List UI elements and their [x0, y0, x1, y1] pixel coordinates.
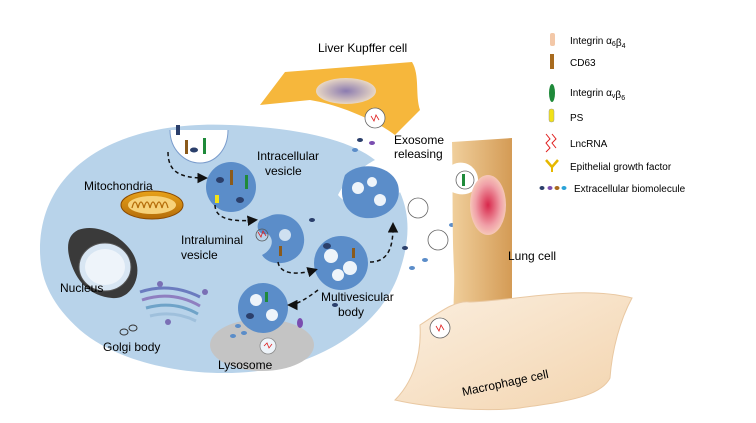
fusing-mvb [341, 166, 399, 219]
biomolecule-icon [539, 186, 567, 190]
multivesicular-body [314, 236, 368, 290]
label-intraluminal: Intraluminal [181, 233, 243, 247]
lung-cell [452, 138, 512, 320]
integrin-avb6-icon [549, 84, 555, 102]
cell-biomolecules [230, 218, 338, 338]
legend-text-part: Extracellular biomolecule [574, 184, 686, 195]
legend-item-egf: Epithelial growth factor [570, 162, 672, 173]
label-lysosome: Lysosome [218, 358, 273, 372]
label-multivesicular: Multivesicular [321, 290, 394, 304]
legend [539, 33, 567, 190]
label-liver-kupffer: Liver Kupffer cell [318, 41, 407, 55]
legend-item-cd63: CD63 [570, 58, 596, 69]
legend-text-part: β [616, 38, 622, 49]
legend-item-biomolecule: Extracellular biomolecule [574, 184, 686, 195]
label-intracellular-vesicle: vesicle [265, 164, 302, 178]
nucleus [68, 228, 138, 299]
legend-item-integrin-a6b4: Integrin α6β4 [570, 36, 626, 50]
legend-text-part: v [612, 93, 616, 100]
legend-text-part: LncRNA [570, 139, 608, 150]
pathway-arrows [167, 151, 399, 311]
label-lung-cell: Lung cell [508, 249, 556, 263]
ps-icon [548, 108, 555, 123]
lncrna-icon [545, 133, 557, 153]
legend-item-lncrna: LncRNA [570, 139, 608, 150]
cd63-icon [550, 54, 554, 69]
label-nucleus: Nucleus [60, 281, 103, 295]
golgi-body [119, 281, 208, 336]
intracellular-vesicle [206, 162, 256, 212]
legend-text-part: β [615, 90, 621, 101]
endocytic-vesicle [169, 125, 229, 164]
lysosome-exosome [259, 337, 277, 355]
legend-text-part: PS [570, 113, 584, 124]
legend-text-part: Integrin α [570, 36, 612, 47]
label-golgi-body: Golgi body [103, 340, 160, 354]
macrophage-cell [394, 292, 633, 411]
legend-text-part: 4 [622, 43, 626, 50]
exosome-kupffer [364, 107, 386, 129]
intraluminal-vesicle-endosome [255, 214, 305, 264]
liver-kupffer-cell [260, 62, 420, 135]
late-mvb [238, 283, 288, 333]
released-exosomes [352, 138, 455, 270]
legend-text-part: CD63 [570, 58, 596, 69]
label-releasing: releasing [394, 147, 443, 161]
legend-text-part: Epithelial growth factor [570, 162, 672, 173]
label-mitochondria: Mitochondria [84, 179, 153, 193]
legend-text-part: 6 [612, 41, 616, 48]
legend-text-part: Integrin α [570, 88, 612, 99]
label-intracellular: Intracellular [257, 149, 319, 163]
label-exosome: Exosome [394, 133, 444, 147]
label-multivesicular-body: body [338, 305, 364, 319]
egf-icon [545, 159, 559, 172]
donor-cell [40, 124, 408, 374]
legend-item-integrin-avb6: Integrin αvβ6 [570, 88, 625, 102]
mitochondria [120, 190, 184, 220]
legend-item-ps: PS [570, 113, 584, 124]
integrin-a6b4-icon [550, 33, 555, 46]
label-intraluminal-vesicle: vesicle [181, 248, 218, 262]
legend-text-part: 6 [621, 95, 625, 102]
